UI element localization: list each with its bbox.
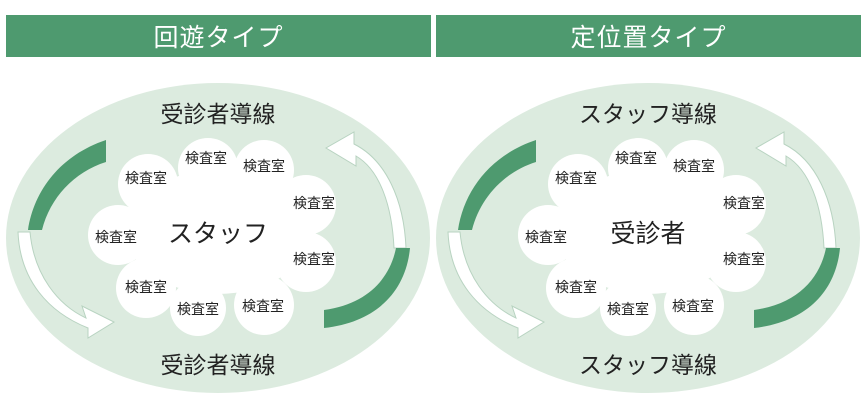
arrow-right-top [325,131,407,249]
center-label: スタッフ [167,219,269,248]
room-label: 検査室 [555,171,597,187]
room-label: 検査室 [95,230,137,246]
cloud-shape [88,138,336,336]
arrow-right-bottom [754,248,840,328]
diagram-area: 受診者導線 受診者導線 スタッフ 検査室 検査室 検査室 検査室 検査室 検査室… [6,60,431,415]
panel-title: 回遊タイプ [6,15,431,57]
diagram-graphic [6,83,430,393]
arrow-left-top [28,140,106,230]
panel-kaiyu-type: 回遊タイプ 受診者導線 受診者導線 スタッフ [6,0,431,415]
room-label: 検査室 [555,280,597,296]
room-label: 検査室 [607,302,649,318]
arrow-right-top [755,131,837,249]
room-label: 検査室 [723,252,765,268]
center-label: 受診者 [610,219,686,248]
room-label: 検査室 [242,299,284,315]
room-label: 検査室 [125,171,167,187]
room-label: 検査室 [243,159,285,175]
room-label: 検査室 [673,159,715,175]
panel-teiichi-type: 定位置タイプ スタッフ導線 スタッフ導線 受診者 検査室 [436,0,861,415]
room-label: 検査室 [615,151,657,167]
room-label: 検査室 [525,230,567,246]
room-label: 検査室 [177,302,219,318]
room-label: 検査室 [125,280,167,296]
arrow-left-bottom [17,231,116,339]
bottom-flow-label: 受診者導線 [160,353,276,379]
panel-title: 定位置タイプ [436,15,861,57]
top-flow-label: 受診者導線 [160,102,276,128]
top-flow-label: スタッフ導線 [579,102,717,128]
arrow-left-bottom [447,231,546,339]
room-label: 検査室 [723,196,765,212]
bottom-flow-label: スタッフ導線 [579,353,717,379]
arrow-left-top [458,140,536,230]
room-label: 検査室 [293,252,335,268]
room-label: 検査室 [185,151,227,167]
diagram-graphic [436,83,860,393]
cloud-shape [518,138,766,336]
room-label: 検査室 [293,196,335,212]
room-label: 検査室 [672,299,714,315]
diagram-area: スタッフ導線 スタッフ導線 受診者 検査室 検査室 検査室 検査室 検査室 検査… [436,60,861,415]
arrow-right-bottom [324,248,410,328]
